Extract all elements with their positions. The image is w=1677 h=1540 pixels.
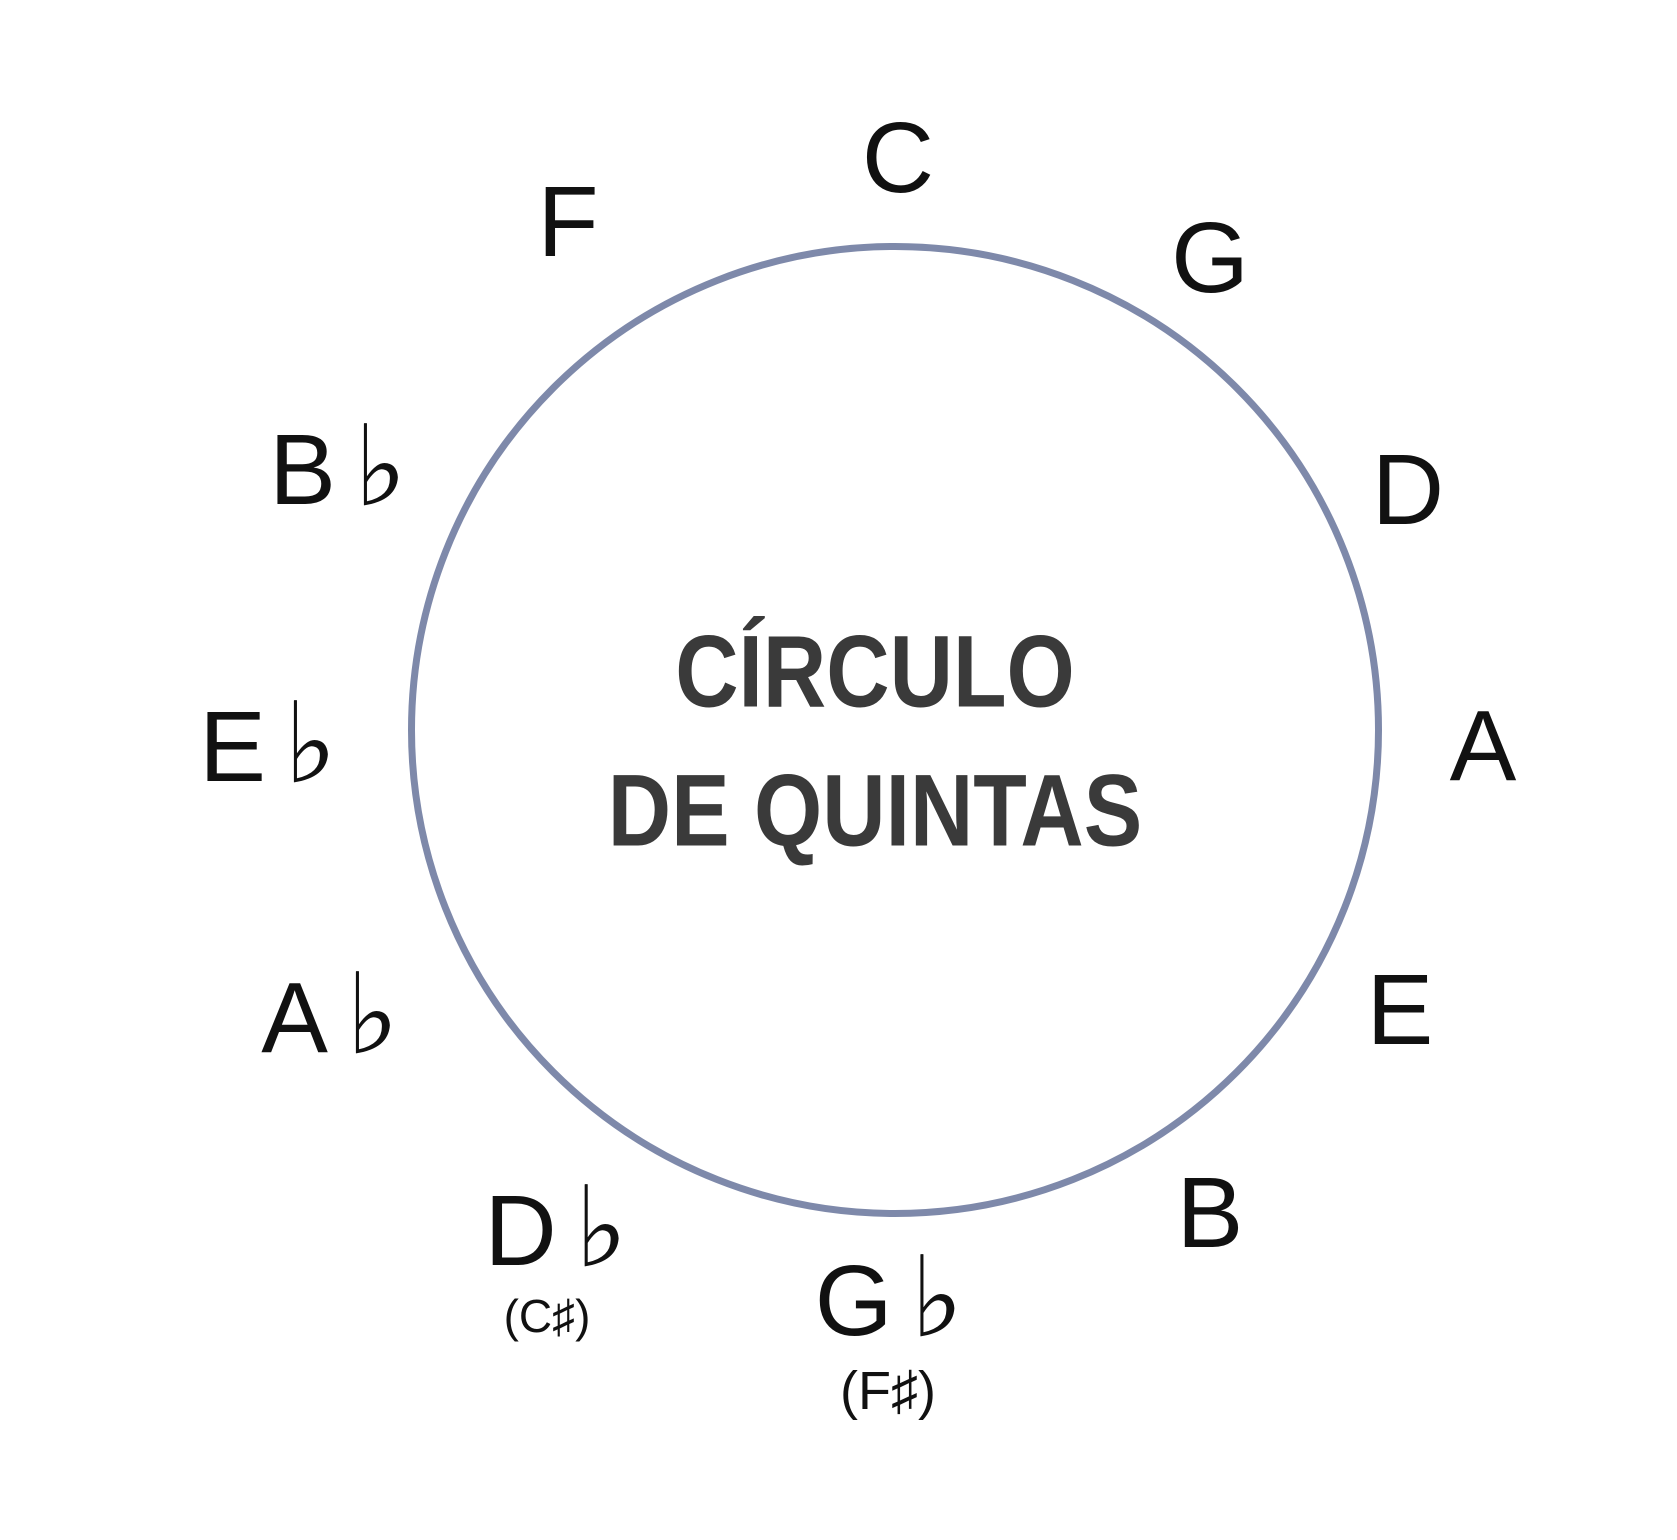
note-f: F <box>537 172 598 272</box>
note-e: E <box>1367 960 1434 1060</box>
note-c: C <box>862 108 934 208</box>
note-a: A <box>1450 696 1517 796</box>
note-letter: F <box>537 166 599 278</box>
note-letter: C <box>861 102 935 214</box>
note-letter: G <box>814 1244 893 1357</box>
note-b-flat: B♭ <box>269 411 407 523</box>
note-letter: B <box>1176 1157 1244 1269</box>
note-a-flat: A♭ <box>261 959 399 1071</box>
note-letter: G <box>1171 202 1249 314</box>
note-letter: D <box>1371 434 1445 546</box>
note-letter: A <box>261 961 328 1074</box>
note-letter: E <box>1366 954 1434 1066</box>
note-g: G <box>1171 208 1249 308</box>
flat-icon: ♭ <box>574 1165 628 1290</box>
note-letter: D <box>484 1174 557 1287</box>
note-letter: B <box>269 413 336 526</box>
title-line-2: DE QUINTAS <box>607 753 1143 867</box>
diagram-title: CÍRCULO DE QUINTAS <box>564 602 1185 879</box>
flat-icon: ♭ <box>353 404 407 529</box>
title-line-1: CÍRCULO <box>675 614 1075 729</box>
note-letter: E <box>199 690 266 803</box>
note-e-flat: E♭ <box>199 688 337 800</box>
note-b: B <box>1177 1163 1244 1263</box>
enharmonic-f-sharp: (F♯) <box>840 1361 936 1421</box>
circle-of-fifths-ring <box>408 243 1382 1217</box>
note-d-flat: D♭ <box>484 1172 627 1284</box>
flat-icon: ♭ <box>283 681 337 806</box>
flat-icon: ♭ <box>910 1235 964 1360</box>
note-d: D <box>1372 440 1444 540</box>
flat-icon: ♭ <box>345 952 399 1077</box>
note-g-flat: G♭ <box>815 1242 964 1354</box>
enharmonic-c-sharp: (C♯) <box>503 1290 591 1342</box>
note-letter: A <box>1449 690 1517 802</box>
